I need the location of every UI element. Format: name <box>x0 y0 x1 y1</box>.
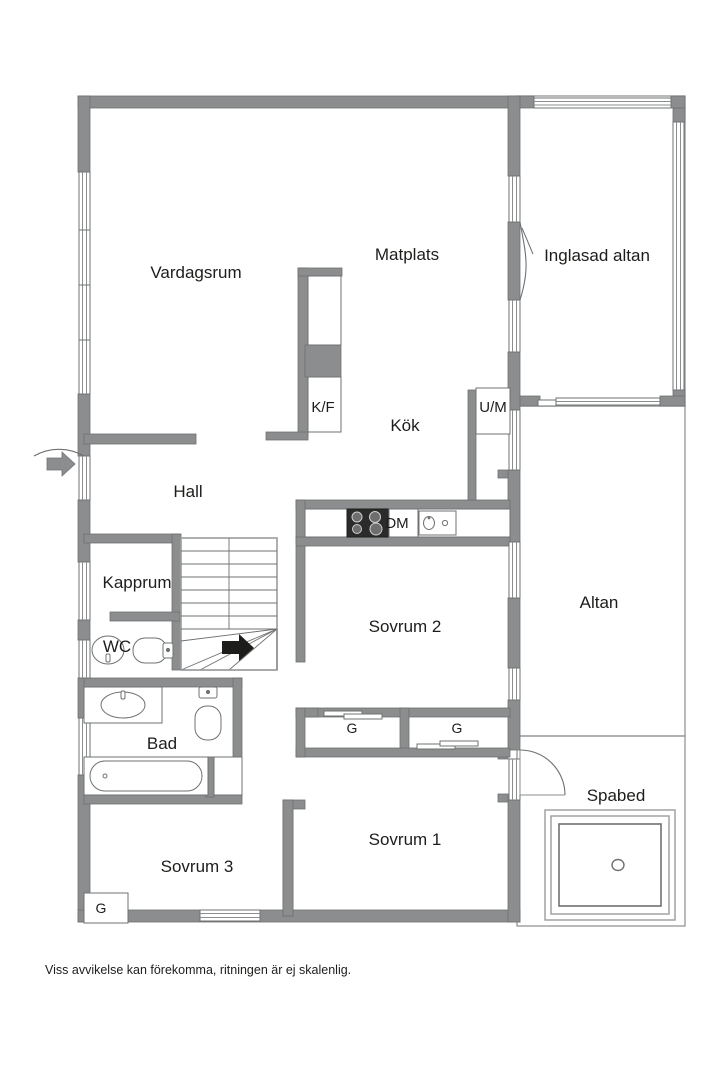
room-label-sovrum2: Sovrum 2 <box>369 617 442 636</box>
spa-pool-icon <box>544 809 676 921</box>
room-label-wc: WC <box>103 637 131 656</box>
closet-label-sovrum2-left: G <box>347 720 358 736</box>
glazing-inglasad-altan-right <box>672 121 685 391</box>
kitchen-counter <box>304 508 511 538</box>
window-wc <box>78 639 91 679</box>
room-label-bad: Bad <box>147 734 177 753</box>
bad-fixtures <box>83 686 243 796</box>
stove-icon <box>346 508 390 538</box>
room-label-inglasad-altan: Inglasad altan <box>544 246 650 265</box>
room-label-spabed: Spabed <box>587 786 646 805</box>
glazing-inglasad-altan-bottom <box>555 397 661 406</box>
room-label-kok: Kök <box>390 416 420 435</box>
window-spabed-left <box>508 758 521 801</box>
staircase-icon <box>180 537 278 671</box>
window-sovrum1-right <box>508 667 521 701</box>
room-label-hall: Hall <box>173 482 202 501</box>
window-vardagsrum-left <box>78 171 91 395</box>
closet-door-details <box>83 710 479 924</box>
walls <box>77 95 686 923</box>
window-kok-right <box>508 299 521 353</box>
appliance-labels: DM <box>385 515 408 532</box>
washbasin-wc-icon <box>91 635 125 665</box>
room-label-kapprum: Kapprum <box>103 573 172 592</box>
window-sovrum2-right <box>508 541 521 599</box>
room-label-altan: Altan <box>580 593 619 612</box>
wc-fixtures <box>91 635 174 665</box>
room-labels: Vardagsrum Matplats Inglasad altan Kök K… <box>103 245 650 876</box>
fridge-freezer-unit <box>307 275 342 433</box>
room-label-um: U/M <box>479 399 507 416</box>
window-matplats-right <box>508 175 521 223</box>
room-label-sovrum1: Sovrum 1 <box>369 830 442 849</box>
window-altan-upper <box>508 409 521 471</box>
kitchen-sink-icon <box>418 510 457 536</box>
windows <box>78 97 685 922</box>
closet-label-sovrum3: G <box>96 900 107 916</box>
window-sovrum3-bottom <box>199 909 261 922</box>
entrance-door <box>33 448 85 477</box>
room-label-vardagsrum: Vardagsrum <box>150 263 241 282</box>
closet-labels: G G G <box>96 720 463 916</box>
leader-line-inglasad-altan <box>521 227 534 255</box>
entrance-direction-arrow <box>46 451 76 477</box>
toilet-wc-icon <box>132 637 174 664</box>
laundry-unit-box <box>475 387 511 435</box>
appliance-label-dm: DM <box>385 515 408 532</box>
window-kapprum <box>78 561 91 621</box>
dishwasher-cell <box>388 508 419 538</box>
room-label-sovrum3: Sovrum 3 <box>161 857 234 876</box>
bathtub-icon <box>83 756 209 796</box>
door-swings <box>519 221 566 796</box>
window-hall-left <box>78 455 91 501</box>
toilet-bad-icon <box>194 686 222 741</box>
closet-label-sovrum2-right: G <box>452 720 463 736</box>
glazing-inglasad-door <box>537 399 557 407</box>
plan-caption: Viss avvikelse kan förekomma, ritningen … <box>45 963 351 977</box>
room-label-kyl-frys: K/F <box>311 399 334 416</box>
stair-direction-arrow <box>222 634 254 661</box>
glazing-inglasad-altan-top <box>533 97 672 109</box>
room-label-matplats: Matplats <box>375 245 439 264</box>
